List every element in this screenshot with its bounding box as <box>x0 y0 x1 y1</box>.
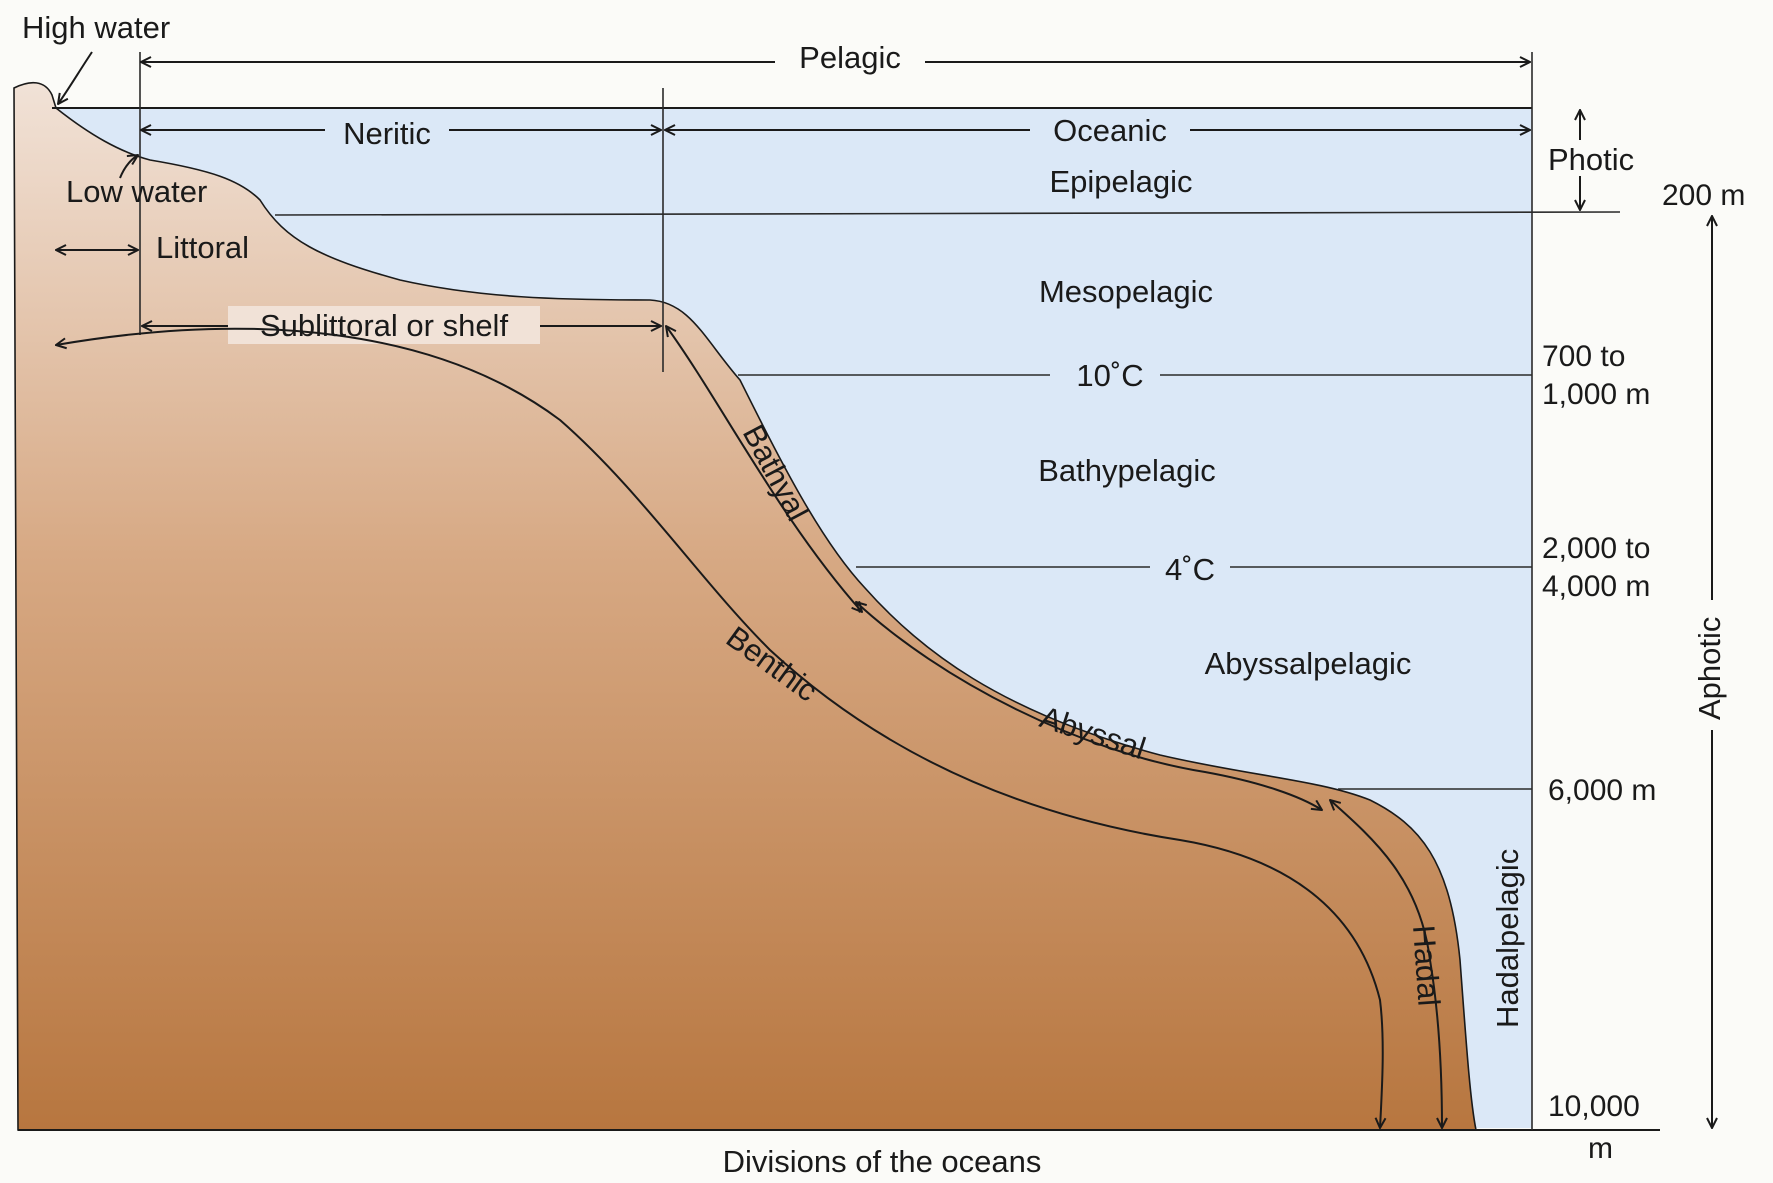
hadal-label: Hadal <box>1406 924 1447 1007</box>
temp-10-label: 10˚C <box>1076 358 1143 393</box>
depth-10000-label-line2: m <box>1588 1132 1613 1165</box>
depth-2000-label-line2: 4,000 m <box>1542 570 1650 603</box>
pelagic-label: Pelagic <box>799 40 901 75</box>
depth-700-label-line1: 700 to <box>1542 340 1625 373</box>
diagram-caption: Divisions of the oceans <box>723 1144 1042 1179</box>
depth-700-label-line2: 1,000 m <box>1542 378 1650 411</box>
abyssalpelagic-label: Abyssalpelagic <box>1205 646 1412 681</box>
depth-10000-label-line1: 10,000 <box>1548 1090 1640 1123</box>
oceanic-label: Oceanic <box>1053 113 1167 148</box>
depth-200-label: 200 m <box>1662 179 1745 212</box>
high-water-pointer <box>58 52 92 104</box>
high-water-label: High water <box>22 10 170 45</box>
temp-4-label: 4˚C <box>1165 552 1215 587</box>
bathypelagic-label: Bathypelagic <box>1038 453 1216 488</box>
low-water-label: Low water <box>66 174 207 209</box>
photic-label: Photic <box>1548 142 1634 177</box>
depth-2000-label-line1: 2,000 to <box>1542 532 1650 565</box>
depth-6000-label: 6,000 m <box>1548 774 1656 807</box>
neritic-label: Neritic <box>343 116 431 151</box>
sublittoral-label: Sublittoral or shelf <box>260 308 509 343</box>
epipelagic-label: Epipelagic <box>1049 164 1192 199</box>
hadalpelagic-label: Hadalpelagic <box>1490 849 1525 1028</box>
mesopelagic-label: Mesopelagic <box>1039 274 1213 309</box>
aphotic-label: Aphotic <box>1692 617 1727 720</box>
littoral-label: Littoral <box>156 230 249 265</box>
